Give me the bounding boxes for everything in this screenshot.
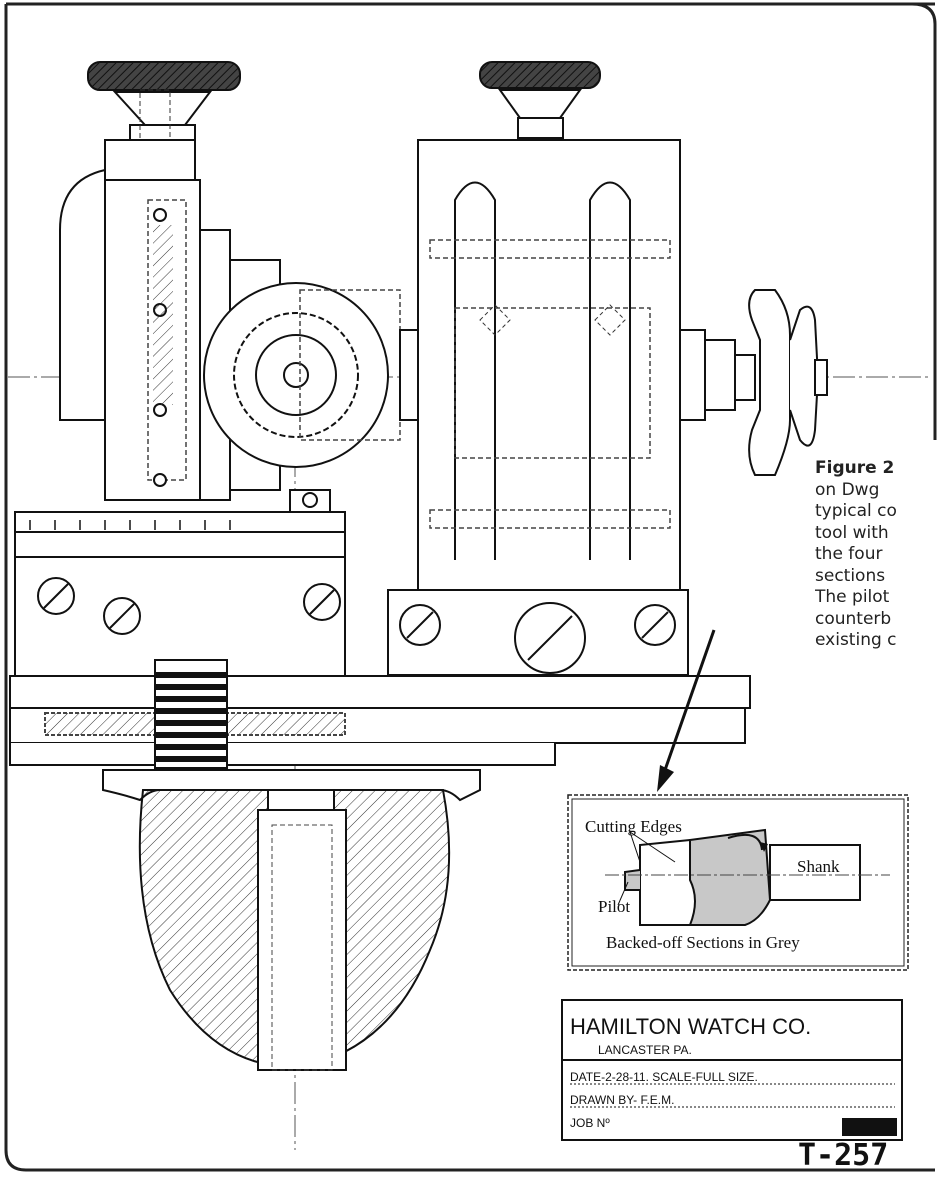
job-number-line: JOB Nº (570, 1116, 610, 1130)
right-knurled-knob (479, 61, 601, 139)
label-shank: Shank (797, 857, 840, 876)
caption-line: on Dwg (815, 479, 880, 500)
slide-bar (9, 675, 751, 766)
sheet-border (4, 2, 935, 1172)
date-scale-line: DATE-2-28-11. SCALE-FULL SIZE. (570, 1070, 758, 1084)
pointer-arrow (663, 629, 716, 771)
graduated-dial (203, 282, 401, 468)
left-upright (59, 139, 201, 501)
location: LANCASTER PA. (598, 1043, 692, 1057)
spindle-pulley (679, 289, 828, 476)
caption-line: typical co (815, 501, 897, 521)
lower-clamp-blocks (387, 589, 689, 676)
scale-bar (14, 489, 346, 678)
caption-line: the four (815, 544, 883, 564)
label-pilot: Pilot (598, 897, 630, 916)
title-block (561, 999, 903, 1141)
figure-label: Figure 2 (815, 458, 895, 478)
caption-line: sections (815, 565, 886, 586)
label-cutting-edges: Cutting Edges (585, 817, 682, 836)
figure-caption: Figure 2 on Dwg typical co tool with the… (815, 458, 937, 652)
caption-line: existing c (815, 630, 897, 650)
drawing-number: T-257 (798, 1138, 888, 1173)
caption-line: counterb (815, 608, 892, 629)
cutter-inset (567, 794, 909, 971)
right-housing (417, 139, 681, 591)
scale-ticks (29, 520, 231, 530)
drawn-by-line: DRAWN BY- F.E.M. (570, 1093, 674, 1107)
caption-line: tool with (815, 522, 889, 543)
caption-line: The pilot (815, 587, 890, 607)
base-section (102, 769, 481, 1071)
pinion-gear (154, 659, 228, 769)
company-name: HAMILTON WATCH CO. (570, 1014, 811, 1039)
label-backed-off: Backed-off Sections in Grey (606, 933, 800, 952)
